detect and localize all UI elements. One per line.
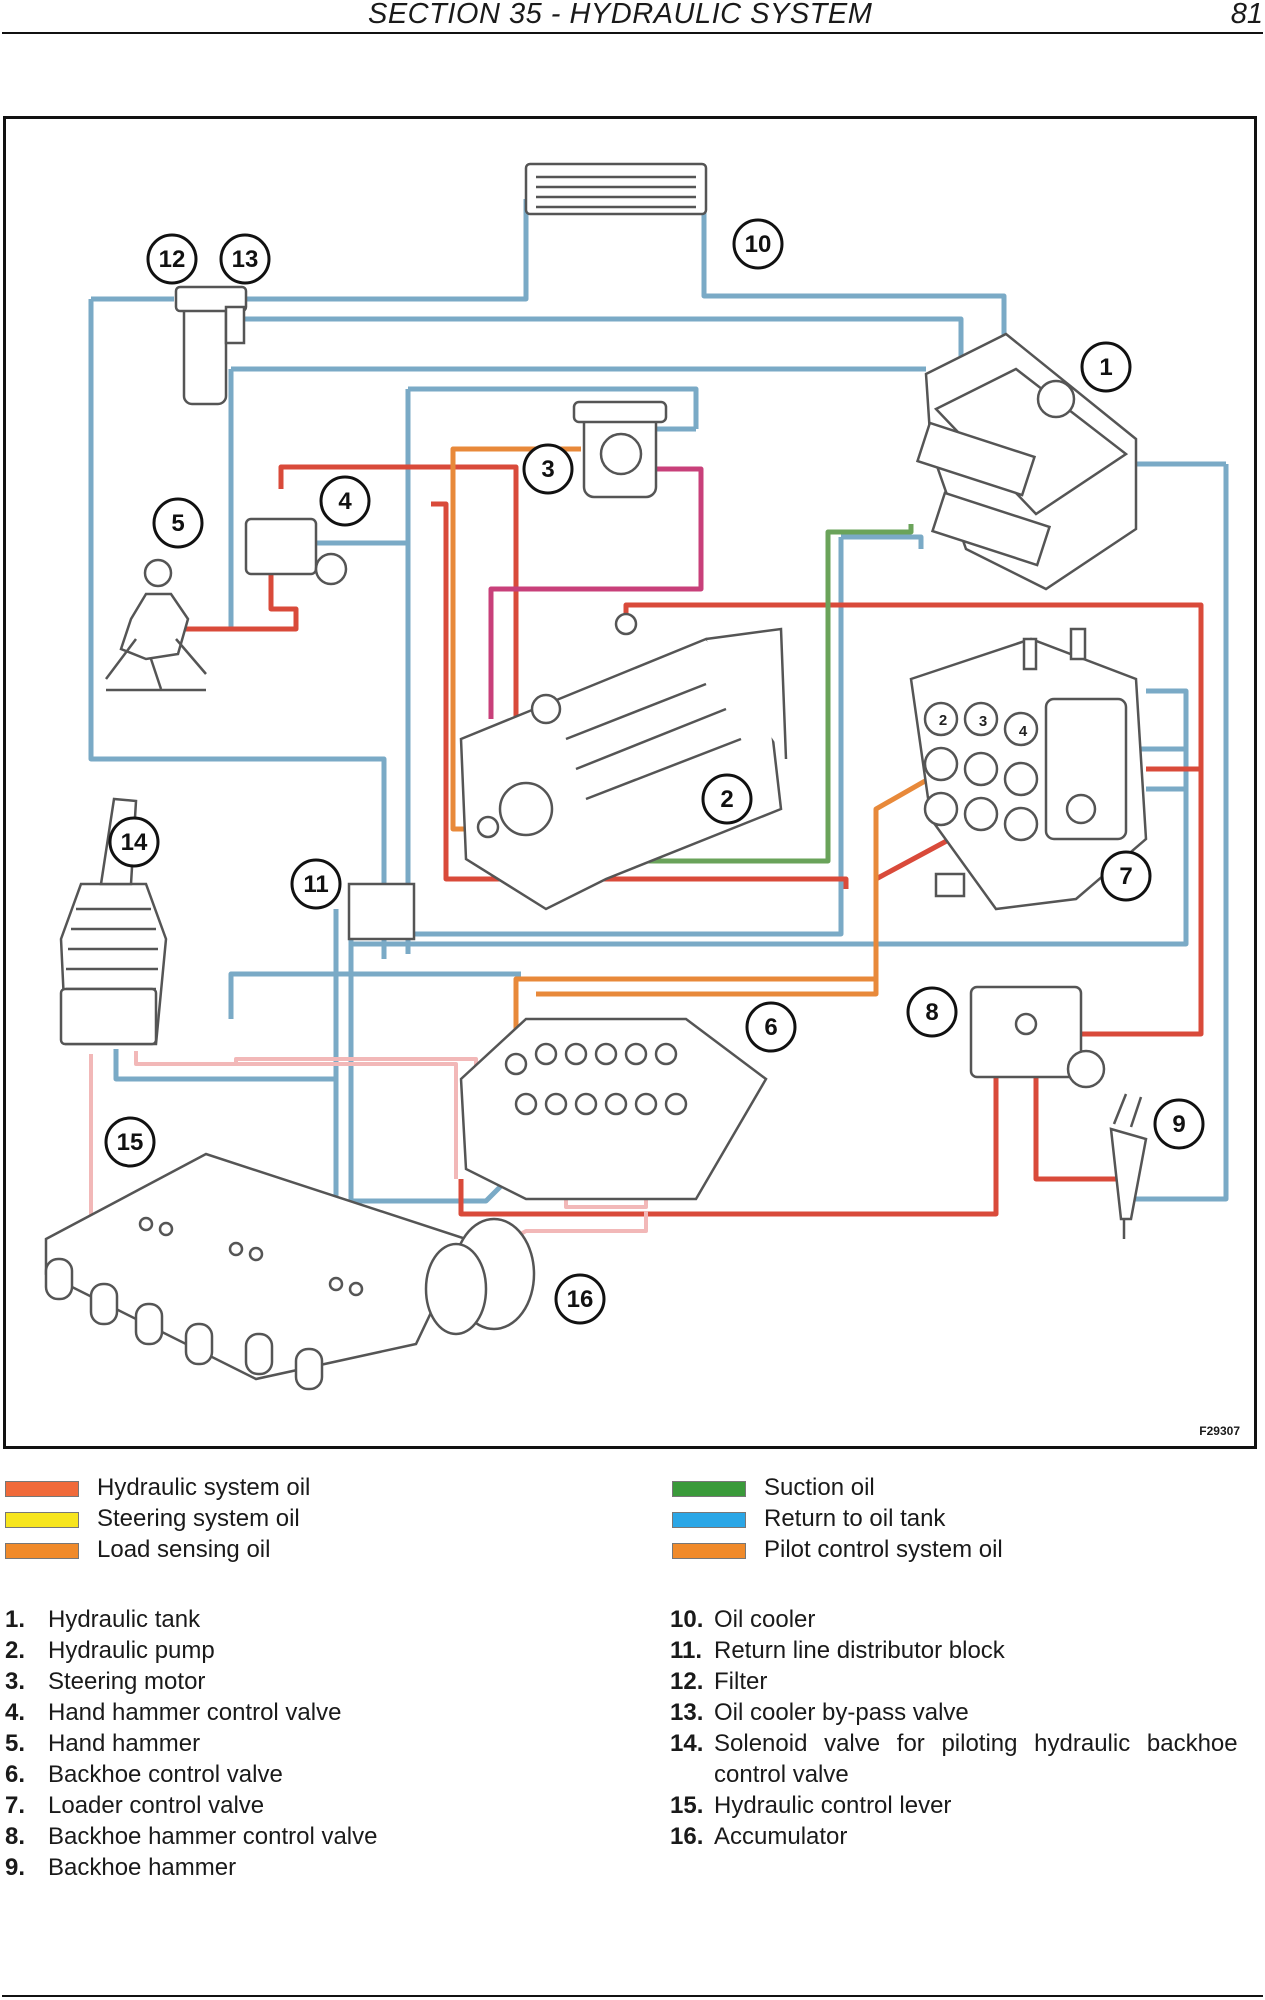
legend-label: Hydraulic system oil (97, 1474, 311, 1501)
legend-swatch-hydraulic (5, 1481, 79, 1497)
callout-3: 3 (522, 443, 574, 495)
page-header: SECTION 35 - HYDRAULIC SYSTEM 81 (0, 0, 1265, 34)
legend-label: Steering system oil (97, 1505, 300, 1532)
svg-text:2: 2 (720, 786, 733, 813)
callout-16: 16 (554, 1273, 606, 1325)
legend-swatch-load-sensing (5, 1543, 79, 1559)
legend-swatch-return (672, 1512, 746, 1528)
callout-8: 8 (906, 986, 958, 1038)
svg-text:5: 5 (171, 510, 184, 537)
valve-section-mark: 4 (1019, 723, 1028, 740)
svg-text:10: 10 (745, 231, 772, 258)
callout-11: 11 (290, 858, 342, 910)
callout-7: 7 (1100, 850, 1152, 902)
svg-text:1: 1 (1099, 354, 1112, 381)
callout-1: 1 (1080, 341, 1132, 393)
legend-label: Load sensing oil (97, 1536, 271, 1563)
valve-section-mark: 2 (939, 712, 947, 729)
legend-label: Pilot control system oil (764, 1536, 1003, 1563)
callout-2: 2 (701, 773, 753, 825)
svg-text:6: 6 (764, 1014, 777, 1041)
footer-rule (2, 1995, 1263, 1997)
callout-9: 9 (1153, 1098, 1205, 1150)
figure-code: F29307 (1199, 1424, 1240, 1438)
legend-swatch-pilot (672, 1543, 746, 1559)
svg-text:7: 7 (1119, 863, 1132, 890)
svg-text:16: 16 (567, 1286, 594, 1313)
legend-swatch-steering (5, 1512, 79, 1528)
svg-text:11: 11 (303, 871, 328, 898)
callout-12: 12 (146, 233, 198, 285)
legend-label: Return to oil tank (764, 1505, 946, 1532)
callout-14: 14 (108, 816, 160, 868)
legend-label: Suction oil (764, 1474, 875, 1501)
svg-text:9: 9 (1172, 1111, 1185, 1138)
callout-4: 4 (319, 475, 371, 527)
legend-swatch-suction (672, 1481, 746, 1497)
callout-15: 15 (104, 1116, 156, 1168)
svg-text:15: 15 (117, 1129, 144, 1156)
callout-13: 13 (219, 233, 271, 285)
svg-text:4: 4 (338, 488, 352, 515)
callout-6: 6 (745, 1001, 797, 1053)
valve-section-mark: 3 (979, 713, 987, 730)
svg-text:12: 12 (159, 246, 186, 273)
callout-5: 5 (152, 497, 204, 549)
section-title: SECTION 35 - HYDRAULIC SYSTEM (368, 0, 873, 30)
svg-text:13: 13 (232, 246, 259, 273)
svg-text:3: 3 (541, 456, 554, 483)
page-number: 81 (1230, 0, 1263, 30)
svg-text:8: 8 (925, 999, 938, 1026)
callout-10: 10 (732, 218, 784, 270)
header-rule (2, 32, 1263, 34)
svg-text:14: 14 (121, 829, 148, 856)
